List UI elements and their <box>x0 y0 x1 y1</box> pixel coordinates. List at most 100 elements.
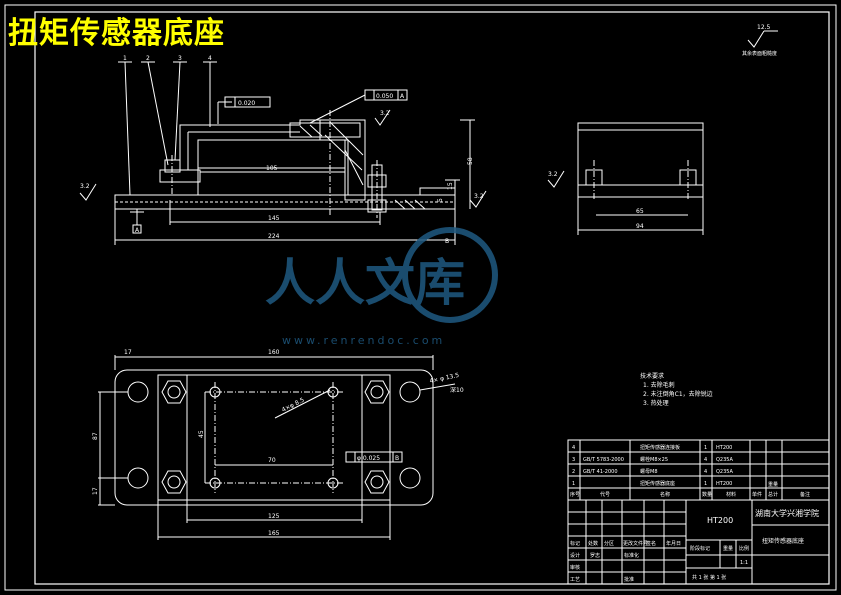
dim-17-top: 17 <box>124 349 132 356</box>
dim-70: 70 <box>268 457 276 464</box>
dim-160: 160 <box>268 349 280 356</box>
tb-label-date: 年月日 <box>666 540 681 547</box>
dim-17-left: 17 <box>92 487 99 495</box>
dim-145: 145 <box>268 215 280 222</box>
tech-notes: 技术要求 1. 去除毛刺 2. 未注倒角C1，去除锐边 3. 热处理 <box>640 372 713 407</box>
tb-label-count: 处数 <box>588 540 598 547</box>
corner-roughness-note <box>747 30 778 48</box>
tb-label-zone: 分区 <box>604 540 614 547</box>
part-row-3-code: GB/T 41-2000 <box>583 469 618 475</box>
watermark-brand: 人人文库 <box>265 254 465 312</box>
part-row-4-name: 扭矩传感器底座 <box>640 480 675 487</box>
side-view <box>547 122 704 235</box>
part-row-4-no: 1 <box>572 481 575 487</box>
part-row-3-mat: Q235A <box>716 469 733 475</box>
balloon-4: 4 <box>208 55 212 62</box>
tb-label-mark: 标记 <box>570 540 580 547</box>
position-datum: B <box>395 455 399 462</box>
position-tolerance: φ 0.025 <box>357 455 380 462</box>
part-row-4-mat: HT200 <box>716 481 732 487</box>
part-row-3-no: 2 <box>572 469 575 475</box>
tech-notes-heading: 技术要求 <box>640 372 664 380</box>
title-scale: 比例 <box>739 545 749 552</box>
part-row-3-qty: 4 <box>704 469 707 475</box>
part-row-1-qty: 1 <box>704 445 707 451</box>
dim-87: 87 <box>92 432 99 440</box>
balloon-1: 1 <box>123 55 127 62</box>
parts-header-qty: 数量 <box>702 491 712 498</box>
datum-a-label: A <box>135 227 140 234</box>
parts-header-total: 总计 <box>768 491 778 498</box>
hole-note-depth: 深10 <box>450 386 464 394</box>
tb-designer: 罗志 <box>590 552 600 559</box>
plan-view-labels: 17 160 87 17 45 70 125 165 4×φ 8.5 4× φ … <box>92 349 464 537</box>
title-material: HT200 <box>707 516 733 525</box>
title-drawing-name: 扭矩传感器底座 <box>762 537 804 545</box>
part-row-2-no: 3 <box>572 457 575 463</box>
parts-header-no: 序号 <box>570 491 580 498</box>
title-block-text: HT200 湖南大学兴湘学院 扭矩传感器底座 阶段标记 重量 比例 1:1 共 … <box>570 508 819 583</box>
tech-note-3: 3. 热处理 <box>643 399 669 407</box>
roughness-right: 3.2 <box>474 193 484 200</box>
tb-design: 设计 <box>570 552 580 559</box>
parts-header-name: 名称 <box>660 491 670 498</box>
parallel-tolerance: 0.050 <box>376 93 393 100</box>
watermark-url: www.renrendoc.com <box>282 334 445 347</box>
watermark: 人人文库 www.renrendoc.com <box>265 227 498 347</box>
balloon-3: 3 <box>178 55 182 62</box>
drawing-frame <box>34 11 830 585</box>
front-view-balloons: 1 2 3 4 0.020 0.050 A 3.2 3.2 3.2 105 14… <box>80 55 484 245</box>
side-roughness: 3.2 <box>548 171 558 178</box>
front-view <box>79 61 487 245</box>
parts-header-unit: 单件 <box>752 491 762 498</box>
hole-note-small: 4×φ 8.5 <box>281 396 306 413</box>
part-row-2-name: 螺栓M8×25 <box>640 456 668 463</box>
dim-165: 165 <box>268 530 280 537</box>
part-row-4-qty: 1 <box>704 481 707 487</box>
title-school: 湖南大学兴湘学院 <box>755 508 819 518</box>
parts-header-remark: 备注 <box>800 491 810 498</box>
tb-standard: 标准化 <box>624 552 639 559</box>
dim-5: 5 <box>437 198 444 202</box>
corner-roughness-value: 12.5 <box>757 24 771 31</box>
dim-125: 125 <box>268 513 280 520</box>
balloon-2: 2 <box>146 55 150 62</box>
title-sheets: 共 1 张 第 1 张 <box>692 574 726 581</box>
dim-15: 15 <box>447 182 454 190</box>
parts-header-code: 代号 <box>600 491 610 498</box>
parts-header-mat: 材料 <box>726 491 736 498</box>
drawing-border <box>4 4 837 591</box>
part-row-1-no: 4 <box>572 445 575 451</box>
dim-58: 58 <box>467 157 474 165</box>
part-row-1-mat: HT200 <box>716 445 732 451</box>
dim-224: 224 <box>268 233 280 240</box>
page-title: 扭矩传感器底座 <box>8 16 225 51</box>
watermark-ring <box>402 227 498 323</box>
parts-mass-label: 重量 <box>768 481 778 488</box>
roughness-top: 3.2 <box>380 110 390 117</box>
tech-note-2: 2. 未注倒角C1，去除锐边 <box>643 390 713 398</box>
title-scale-value: 1:1 <box>740 560 748 566</box>
tech-note-1: 1. 去除毛刺 <box>643 381 675 389</box>
part-row-1-name: 扭矩传感器连接板 <box>640 444 680 451</box>
datum-b-label: B <box>445 238 449 245</box>
tb-label-sign: 签名 <box>646 540 656 547</box>
hole-note-large: 4× φ 13.5 <box>429 372 460 385</box>
tb-process: 工艺 <box>570 577 580 583</box>
dim-105: 105 <box>266 165 278 172</box>
parts-table: 4 扭矩传感器连接板 1 HT200 3 GB/T 5783-2000 螺栓M8… <box>570 444 810 498</box>
part-row-3-name: 螺母M8 <box>640 468 658 475</box>
title-block <box>567 439 830 585</box>
flatness-tolerance: 0.020 <box>238 100 255 107</box>
dim-94: 94 <box>636 223 644 230</box>
tb-label-change: 更改文件号 <box>623 540 648 547</box>
tb-approve: 批准 <box>624 576 634 583</box>
dim-45: 45 <box>198 430 205 438</box>
title-stage-mark: 阶段标记 <box>690 545 710 552</box>
plan-view <box>98 355 456 540</box>
title-weight: 重量 <box>723 545 733 552</box>
roughness-left: 3.2 <box>80 183 90 190</box>
corner-roughness-text: 其余表面粗糙度 <box>742 50 777 57</box>
part-row-2-qty: 4 <box>704 457 707 463</box>
